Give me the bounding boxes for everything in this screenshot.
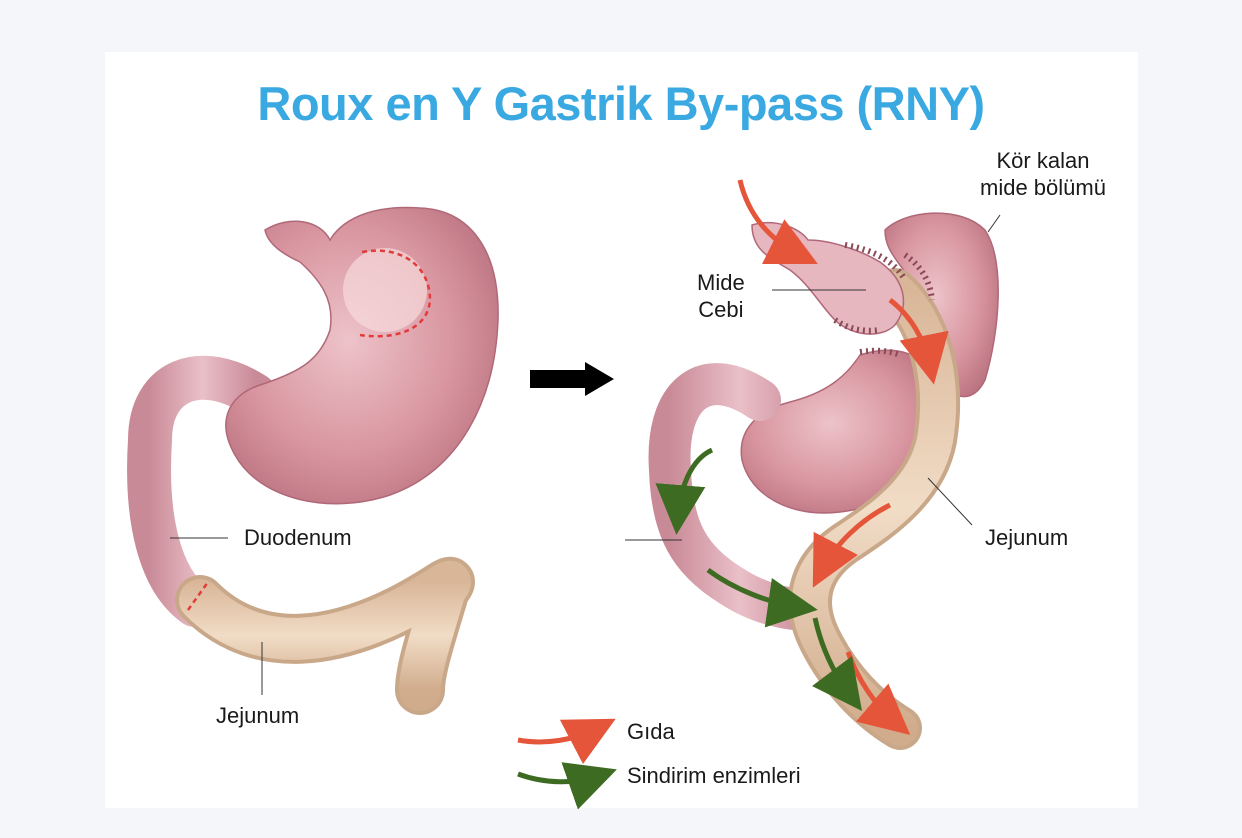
enzyme-arrow-duodenum <box>655 447 714 535</box>
right-staple-line-blind <box>903 252 935 301</box>
right-rny-anatomy <box>625 179 1001 750</box>
label-left-jejunum: Jejunum <box>216 703 300 728</box>
left-cut-line <box>359 249 432 338</box>
left-stomach <box>225 206 499 505</box>
label-right-jejunum: Jejunum <box>985 525 1069 550</box>
diagram-title: Roux en Y Gastrik By-pass (RNY) <box>257 77 985 130</box>
label-gastric-pouch: Mide Cebi <box>697 270 745 322</box>
left-junction-cut-line <box>186 581 210 611</box>
left-duodenum-tube <box>127 355 277 627</box>
legend-food-arrow <box>517 718 616 765</box>
enzyme-arrow-limb <box>706 567 818 628</box>
food-arrow-limb <box>812 502 892 588</box>
legend-food-label: Gıda <box>627 719 675 744</box>
legend-enzymes-label: Sindirim enzimleri <box>627 763 801 788</box>
food-arrow-entry <box>737 179 818 264</box>
left-normal-anatomy <box>127 206 499 715</box>
legend-enzyme-arrow <box>517 762 617 810</box>
right-staple-line-lower <box>859 347 902 358</box>
right-staple-line-pouch <box>844 242 908 282</box>
food-arrow-pouch <box>888 298 949 385</box>
transition-arrow <box>530 362 614 396</box>
legend <box>517 718 617 810</box>
enzyme-arrow-exit <box>812 617 862 712</box>
label-left-duodenum: Duodenum <box>244 525 352 550</box>
label-blind-stomach: Kör kalan mide bölümü <box>980 148 1106 200</box>
